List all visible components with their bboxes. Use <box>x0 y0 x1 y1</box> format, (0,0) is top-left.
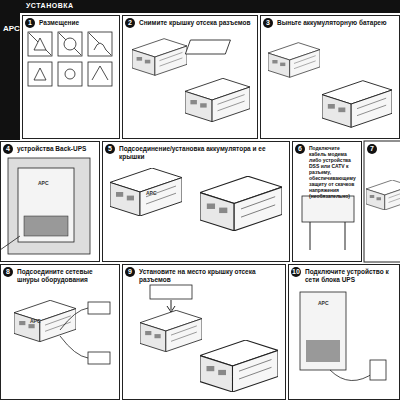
warning-icons <box>28 32 112 86</box>
step-panel: Подключите кабель модема либо устройства… <box>292 141 362 262</box>
step-number: 3 <box>263 18 273 28</box>
step-heading: Подсоедините сетевые шнуры оборудования <box>17 268 116 283</box>
step-heading: Подключите кабель модема либо устройства… <box>309 145 358 199</box>
step-number: 9 <box>125 267 135 277</box>
step-panel: устройства Back-UPS <box>0 141 100 262</box>
step-heading: Подсоединение/установка аккумулятора и е… <box>119 145 286 160</box>
step-heading: Подключите устройство к сети блока UPS <box>305 268 396 283</box>
step-number: 6 <box>295 144 305 154</box>
step-heading: устройства Back-UPS <box>17 145 96 153</box>
step-panel: Размещение <box>22 15 120 139</box>
step-number: 1 <box>25 18 35 28</box>
device-logo: APC <box>30 318 41 324</box>
step-number: 8 <box>3 267 13 277</box>
device-logo: APC <box>146 190 157 196</box>
device-logo: APC <box>38 180 49 186</box>
step-heading: Размещение <box>39 19 116 27</box>
step-panel: Подсоединение/установка аккумулятора и е… <box>102 141 290 262</box>
step-number: 2 <box>125 18 135 28</box>
step-number: 5 <box>105 144 115 154</box>
step-panel: Выньте аккумуляторную батарею <box>260 15 400 139</box>
step-number: 4 <box>3 144 13 154</box>
step-heading: Выньте аккумуляторную батарею <box>277 19 396 27</box>
step-heading: Установите на место крышку отсека разъем… <box>139 268 282 283</box>
step-number: 7 <box>367 144 377 154</box>
step-panel: Снимите крышку отсека разъемов <box>122 15 258 139</box>
step-number: 10 <box>291 267 301 277</box>
step-heading: Снимите крышку отсека разъемов <box>139 19 254 27</box>
step-panel: Подсоедините сетевые шнуры оборудования <box>0 264 120 400</box>
section-title: УСТАНОВКА <box>26 2 74 9</box>
side-strip <box>0 0 20 140</box>
device-logo: APC <box>318 300 329 306</box>
step-panel: Подключите устройство к сети блока UPS <box>288 264 400 400</box>
step-panel: Установите на место крышку отсека разъем… <box>122 264 286 400</box>
header-band <box>20 0 400 13</box>
ups-drawings <box>0 39 400 392</box>
brand-logo: APC <box>3 24 20 33</box>
